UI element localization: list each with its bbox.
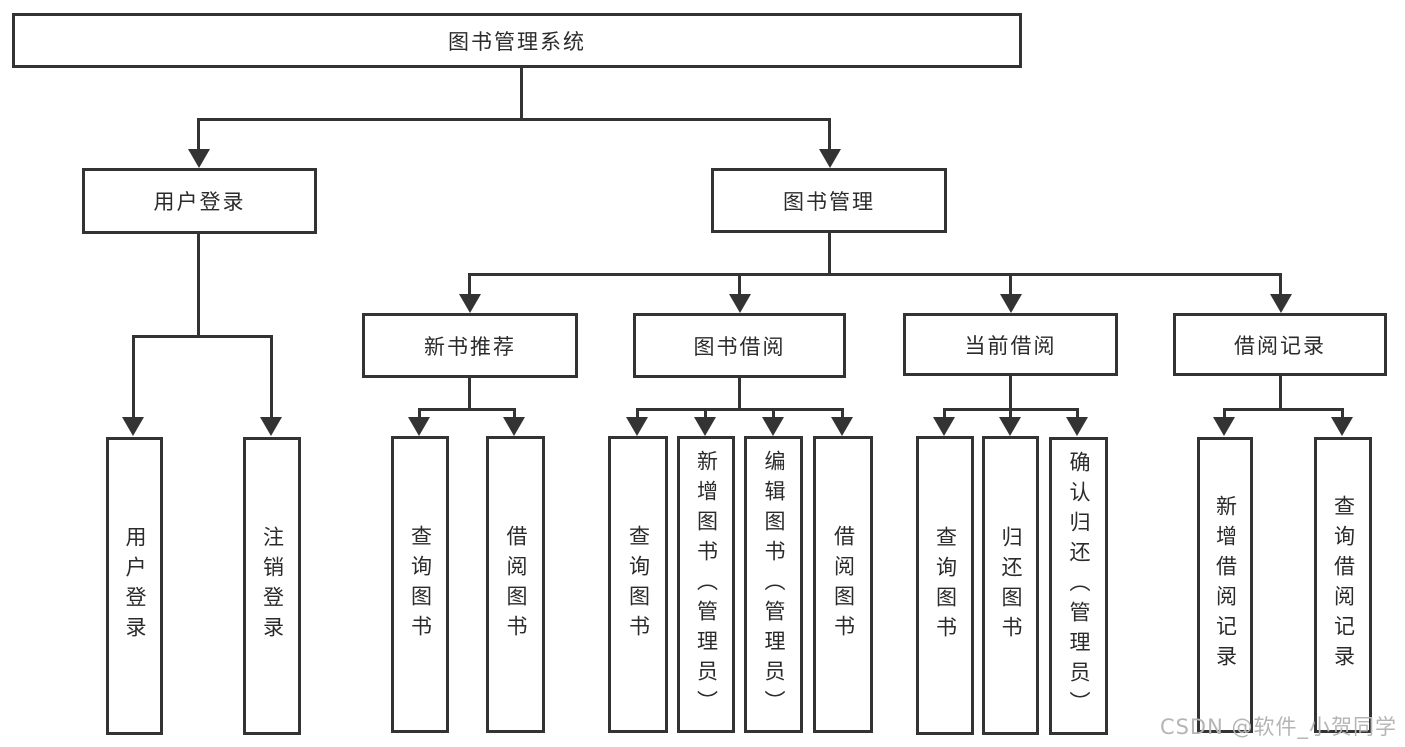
connector-user-login-stem (197, 233, 200, 335)
leaf-edit-book-admin: 编辑图书（管理员） (744, 436, 803, 733)
node-current-borrow: 当前借阅 (903, 313, 1118, 376)
connector-root-stem (520, 67, 523, 120)
connector-book-mgmt-drop (828, 118, 831, 151)
connector-leaf-drop (132, 335, 135, 418)
node-book-management-label: 图书管理 (783, 189, 875, 214)
connector-leaf-drop (1341, 408, 1344, 419)
arrow-down-icon (1270, 294, 1292, 313)
leaf-query-book-borrow-label: 查询图书 (626, 524, 651, 645)
connector-leaf-drop (1076, 408, 1079, 419)
connector-level3-drop (1279, 273, 1282, 296)
arrow-down-icon (122, 417, 144, 436)
connector-leaf-drop (841, 408, 844, 419)
arrow-down-icon (1066, 417, 1088, 436)
arrow-down-icon (933, 417, 955, 436)
connector-leaf-drop (418, 408, 421, 419)
arrow-down-icon (729, 294, 751, 313)
connector-user-login-drop (197, 118, 200, 151)
arrow-down-icon (819, 149, 841, 168)
leaf-add-book-admin-label: 新增图书（管理员） (694, 449, 719, 720)
leaf-logout-label: 注销登录 (260, 526, 285, 646)
connector-current-borrow-stem (1009, 375, 1012, 408)
leaf-add-book-admin: 新增图书（管理员） (677, 436, 735, 733)
leaf-add-borrow-record-label: 新增借阅记录 (1213, 495, 1238, 675)
connector-new-book-stem (468, 378, 471, 408)
connector-book-borrow-bar (636, 408, 844, 411)
leaf-query-borrow-record-label: 查询借阅记录 (1331, 495, 1356, 675)
arrow-down-icon (762, 417, 784, 436)
node-user-login-group-label: 用户登录 (153, 190, 246, 214)
arrow-down-icon (626, 417, 648, 436)
connector-borrow-records-bar (1223, 408, 1344, 411)
leaf-query-book-borrow: 查询图书 (608, 436, 668, 733)
connector-leaf-drop (1223, 408, 1226, 419)
leaf-query-book-current: 查询图书 (916, 436, 974, 735)
connector-leaf-drop (1009, 408, 1012, 419)
leaf-confirm-return-admin-label: 确认归还（管理员） (1067, 451, 1091, 721)
node-user-login-group: 用户登录 (82, 168, 317, 234)
leaf-edit-book-admin-label: 编辑图书（管理员） (762, 449, 786, 720)
arrow-down-icon (503, 417, 525, 436)
leaf-query-borrow-record: 查询借阅记录 (1314, 437, 1372, 733)
leaf-return-book-label: 归还图书 (999, 525, 1023, 646)
connector-leaf-drop (513, 408, 516, 419)
node-root: 图书管理系统 (12, 13, 1022, 68)
leaf-logout: 注销登录 (243, 437, 301, 735)
connector-leaf-drop (704, 408, 707, 419)
connector-level3-drop (468, 273, 471, 296)
connector-book-mgmt-stem (828, 232, 831, 273)
leaf-borrow-book-recommend-label: 借阅图书 (504, 524, 528, 645)
arrow-down-icon (1213, 417, 1235, 436)
connector-level3-bar (468, 273, 1282, 276)
leaf-user-login: 用户登录 (106, 437, 163, 735)
node-new-book-recommend-label: 新书推荐 (424, 334, 516, 359)
arrow-down-icon (188, 149, 210, 168)
node-borrow-records-label: 借阅记录 (1234, 333, 1326, 358)
connector-book-borrow-stem (738, 378, 741, 408)
node-book-borrow-label: 图书借阅 (693, 334, 786, 359)
leaf-user-login-label: 用户登录 (123, 526, 147, 646)
arrow-down-icon (1000, 294, 1022, 313)
node-borrow-records: 借阅记录 (1173, 313, 1387, 376)
leaf-query-book-recommend-label: 查询图书 (408, 524, 433, 645)
connector-leaf-drop (943, 408, 946, 419)
connector-level3-drop (1009, 273, 1012, 296)
connector-level2-bar (198, 118, 831, 121)
leaf-borrow-book: 借阅图书 (813, 436, 873, 733)
arrow-down-icon (831, 417, 853, 436)
node-book-borrow: 图书借阅 (633, 313, 846, 378)
node-current-borrow-label: 当前借阅 (964, 333, 1057, 358)
node-book-management: 图书管理 (711, 168, 947, 233)
leaf-query-book-current-label: 查询图书 (933, 525, 958, 646)
leaf-confirm-return-admin: 确认归还（管理员） (1049, 437, 1108, 735)
arrow-down-icon (694, 417, 716, 436)
leaf-borrow-book-label: 借阅图书 (831, 524, 856, 645)
node-new-book-recommend: 新书推荐 (362, 313, 578, 378)
arrow-down-icon (1331, 417, 1353, 436)
connector-leaf-drop (772, 408, 775, 419)
watermark-text: CSDN @软件_小贺同学 (1159, 715, 1397, 739)
arrow-down-icon (999, 417, 1021, 436)
leaf-add-borrow-record: 新增借阅记录 (1197, 437, 1253, 733)
connector-borrow-records-stem (1279, 375, 1282, 408)
leaf-query-book-recommend: 查询图书 (391, 436, 449, 733)
arrow-down-icon (459, 294, 481, 313)
arrow-down-icon (260, 417, 282, 436)
connector-leaf-drop (636, 408, 639, 419)
node-root-label: 图书管理系统 (448, 29, 586, 54)
leaf-return-book: 归还图书 (982, 436, 1039, 735)
connector-user-login-bar (132, 335, 273, 338)
connector-leaf-drop (270, 335, 273, 418)
connector-new-book-bar (418, 408, 516, 411)
leaf-borrow-book-recommend: 借阅图书 (486, 436, 545, 733)
arrow-down-icon (408, 417, 430, 436)
connector-level3-drop (738, 273, 741, 296)
